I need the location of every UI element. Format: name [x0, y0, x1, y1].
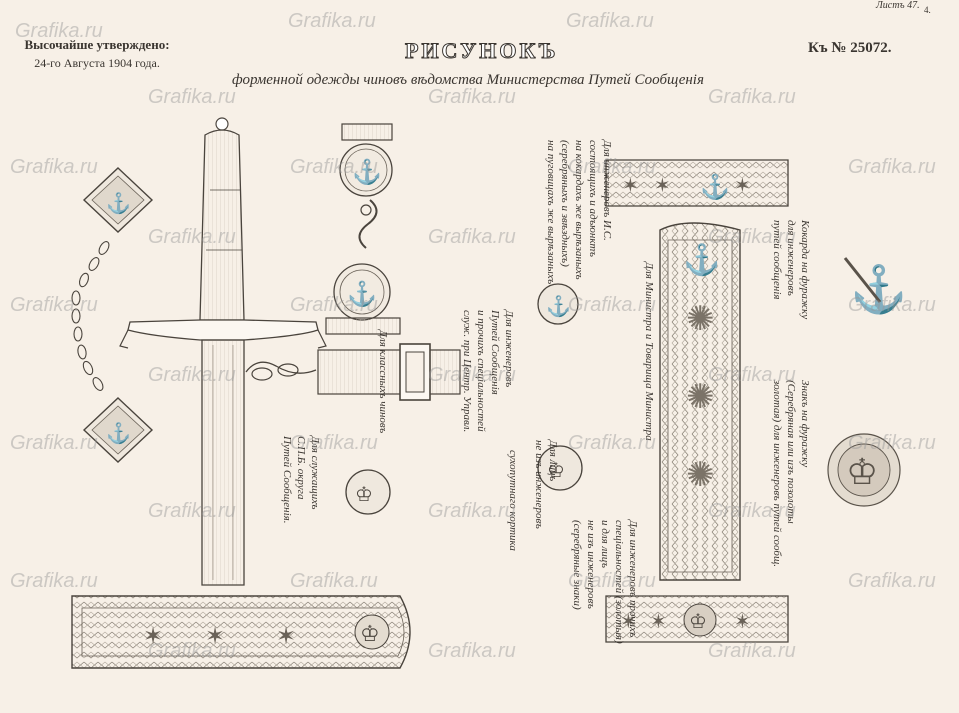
watermark: Grafika.ru: [708, 226, 796, 248]
svg-text:✶: ✶: [654, 173, 671, 197]
watermark: Grafika.ru: [148, 86, 236, 108]
approval-date: 24-го Августа 1904 года.: [34, 56, 160, 70]
plate-subtitle: форменной одежды чиновъ вѣдомства Минист…: [232, 72, 704, 88]
svg-text:⚓: ⚓: [347, 280, 377, 308]
dirk-drawing: [119, 117, 327, 586]
approval-line: Высочайше утверждено:: [24, 37, 170, 52]
caption-crest: Знакъ на фуражку (Серебряная или изъ поз…: [770, 380, 812, 567]
belt-hanger: ⚓ ⚓: [245, 123, 461, 401]
caption-not-engineers-1: Для лицъ: [547, 440, 559, 482]
caption-minister-text: Для Министра и Товарища Министра: [643, 262, 655, 441]
collar-tab-bottom: ✶ ✶ ✶ ♔: [605, 595, 789, 643]
svg-text:⚓: ⚓: [106, 191, 131, 215]
watermark: Grafika.ru: [10, 294, 98, 316]
watermark: Grafika.ru: [148, 500, 236, 522]
shoulder-strap-horizontal: ✶ ✶ ✶ ♔: [71, 595, 411, 669]
svg-text:✺: ✺: [686, 299, 715, 339]
watermark: Grafika.ru: [428, 640, 516, 662]
watermark: Grafika.ru: [848, 156, 936, 178]
watermark: Grafika.ru: [148, 640, 236, 662]
diamond-badges: ⚓ ⚓: [71, 167, 154, 463]
watermark: Grafika.ru: [10, 156, 98, 178]
svg-text:✺: ✺: [686, 377, 715, 417]
caption-engineers-left-5: на пуговицахъ же вырѣзаныхъ: [545, 140, 557, 285]
cap-insignia-anchor: ⚓: [843, 257, 907, 316]
watermark: Grafika.ru: [290, 294, 378, 316]
watermark: Grafika.ru: [708, 86, 796, 108]
svg-text:✶: ✶: [276, 622, 296, 650]
caption-cockade-1: Кокарда на фуражку: [799, 220, 811, 320]
watermark: Grafika.ru: [428, 364, 516, 386]
watermark: Grafika.ru: [288, 10, 376, 32]
watermark: Grafika.ru: [568, 570, 656, 592]
svg-text:✶: ✶: [620, 609, 637, 633]
watermark: Grafika.ru: [15, 20, 103, 42]
svg-text:⚓: ⚓: [700, 173, 730, 201]
svg-text:✶: ✶: [622, 173, 639, 197]
caption-not-engineers-2: не изъ инженеровъ: [533, 440, 545, 529]
watermark: Grafika.ru: [10, 432, 98, 454]
watermark: Grafika.ru: [290, 156, 378, 178]
sheet-code: 4.: [924, 5, 931, 15]
watermark: Grafika.ru: [568, 156, 656, 178]
caption-not-engineers: Для лицъ не изъ инженеровъ: [532, 440, 560, 529]
svg-text:⚓: ⚓: [683, 242, 720, 277]
svg-text:♔: ♔: [547, 460, 565, 482]
caption-crest-2: (Серебряная или изъ позолоты: [785, 380, 797, 524]
caption-minister: Для Министра и Товарища Министра: [642, 262, 656, 441]
watermark: Grafika.ru: [848, 570, 936, 592]
decree-number: Къ № 25072.: [808, 40, 892, 56]
plate-title: РИСУНОКЪ: [404, 38, 559, 64]
svg-text:⚓: ⚓: [352, 158, 382, 186]
watermark: Grafika.ru: [708, 364, 796, 386]
watermark: Grafika.ru: [568, 432, 656, 454]
watermark: Grafika.ru: [290, 432, 378, 454]
caption-all-ranks-text: Для классныхъ чиновъ: [377, 330, 389, 434]
cap-crest-eagle: ♔: [827, 433, 901, 507]
buttons: ⚓ ♔ ♔: [345, 283, 583, 515]
watermark: Grafika.ru: [566, 10, 654, 32]
minister-shoulder-strap: ⚓ ✺ ✺ ✺: [659, 222, 741, 581]
watermark: Grafika.ru: [148, 364, 236, 386]
watermark: Grafika.ru: [708, 500, 796, 522]
watermark: Grafika.ru: [848, 432, 936, 454]
svg-text:✶: ✶: [734, 173, 751, 197]
sheet-number: Листъ 47.: [876, 0, 920, 11]
svg-text:♔: ♔: [355, 484, 373, 506]
approval-block: Высочайше утверждено: 24-го Августа 1904…: [12, 36, 182, 72]
watermark: Grafika.ru: [428, 500, 516, 522]
svg-text:⚓: ⚓: [106, 421, 131, 445]
watermark: Grafika.ru: [10, 570, 98, 592]
watermark: Grafika.ru: [848, 294, 936, 316]
watermark: Grafika.ru: [428, 86, 516, 108]
svg-text:✺: ✺: [686, 455, 715, 495]
svg-text:⚓: ⚓: [546, 294, 571, 318]
svg-text:✶: ✶: [205, 622, 225, 650]
svg-text:✶: ✶: [650, 609, 667, 633]
watermark: Grafika.ru: [568, 294, 656, 316]
watermark: Grafika.ru: [290, 570, 378, 592]
svg-text:⚓: ⚓: [850, 263, 907, 316]
svg-text:♔: ♔: [360, 622, 380, 647]
svg-text:♔: ♔: [689, 609, 707, 633]
svg-text:✶: ✶: [143, 622, 163, 650]
watermark: Grafika.ru: [428, 226, 516, 248]
collar-tab-top: ✶ ✶ ✶ ⚓: [605, 159, 789, 207]
svg-text:♔: ♔: [846, 452, 878, 493]
caption-crest-1: Знакъ на фуражку: [799, 380, 811, 468]
caption-all-ranks: Для классныхъ чиновъ: [376, 330, 390, 433]
svg-text:✶: ✶: [734, 609, 751, 633]
watermark: Grafika.ru: [708, 640, 796, 662]
caption-crest-3: золотая) для инженеровъ путей сообщ.: [771, 380, 783, 567]
watermark: Grafika.ru: [148, 226, 236, 248]
